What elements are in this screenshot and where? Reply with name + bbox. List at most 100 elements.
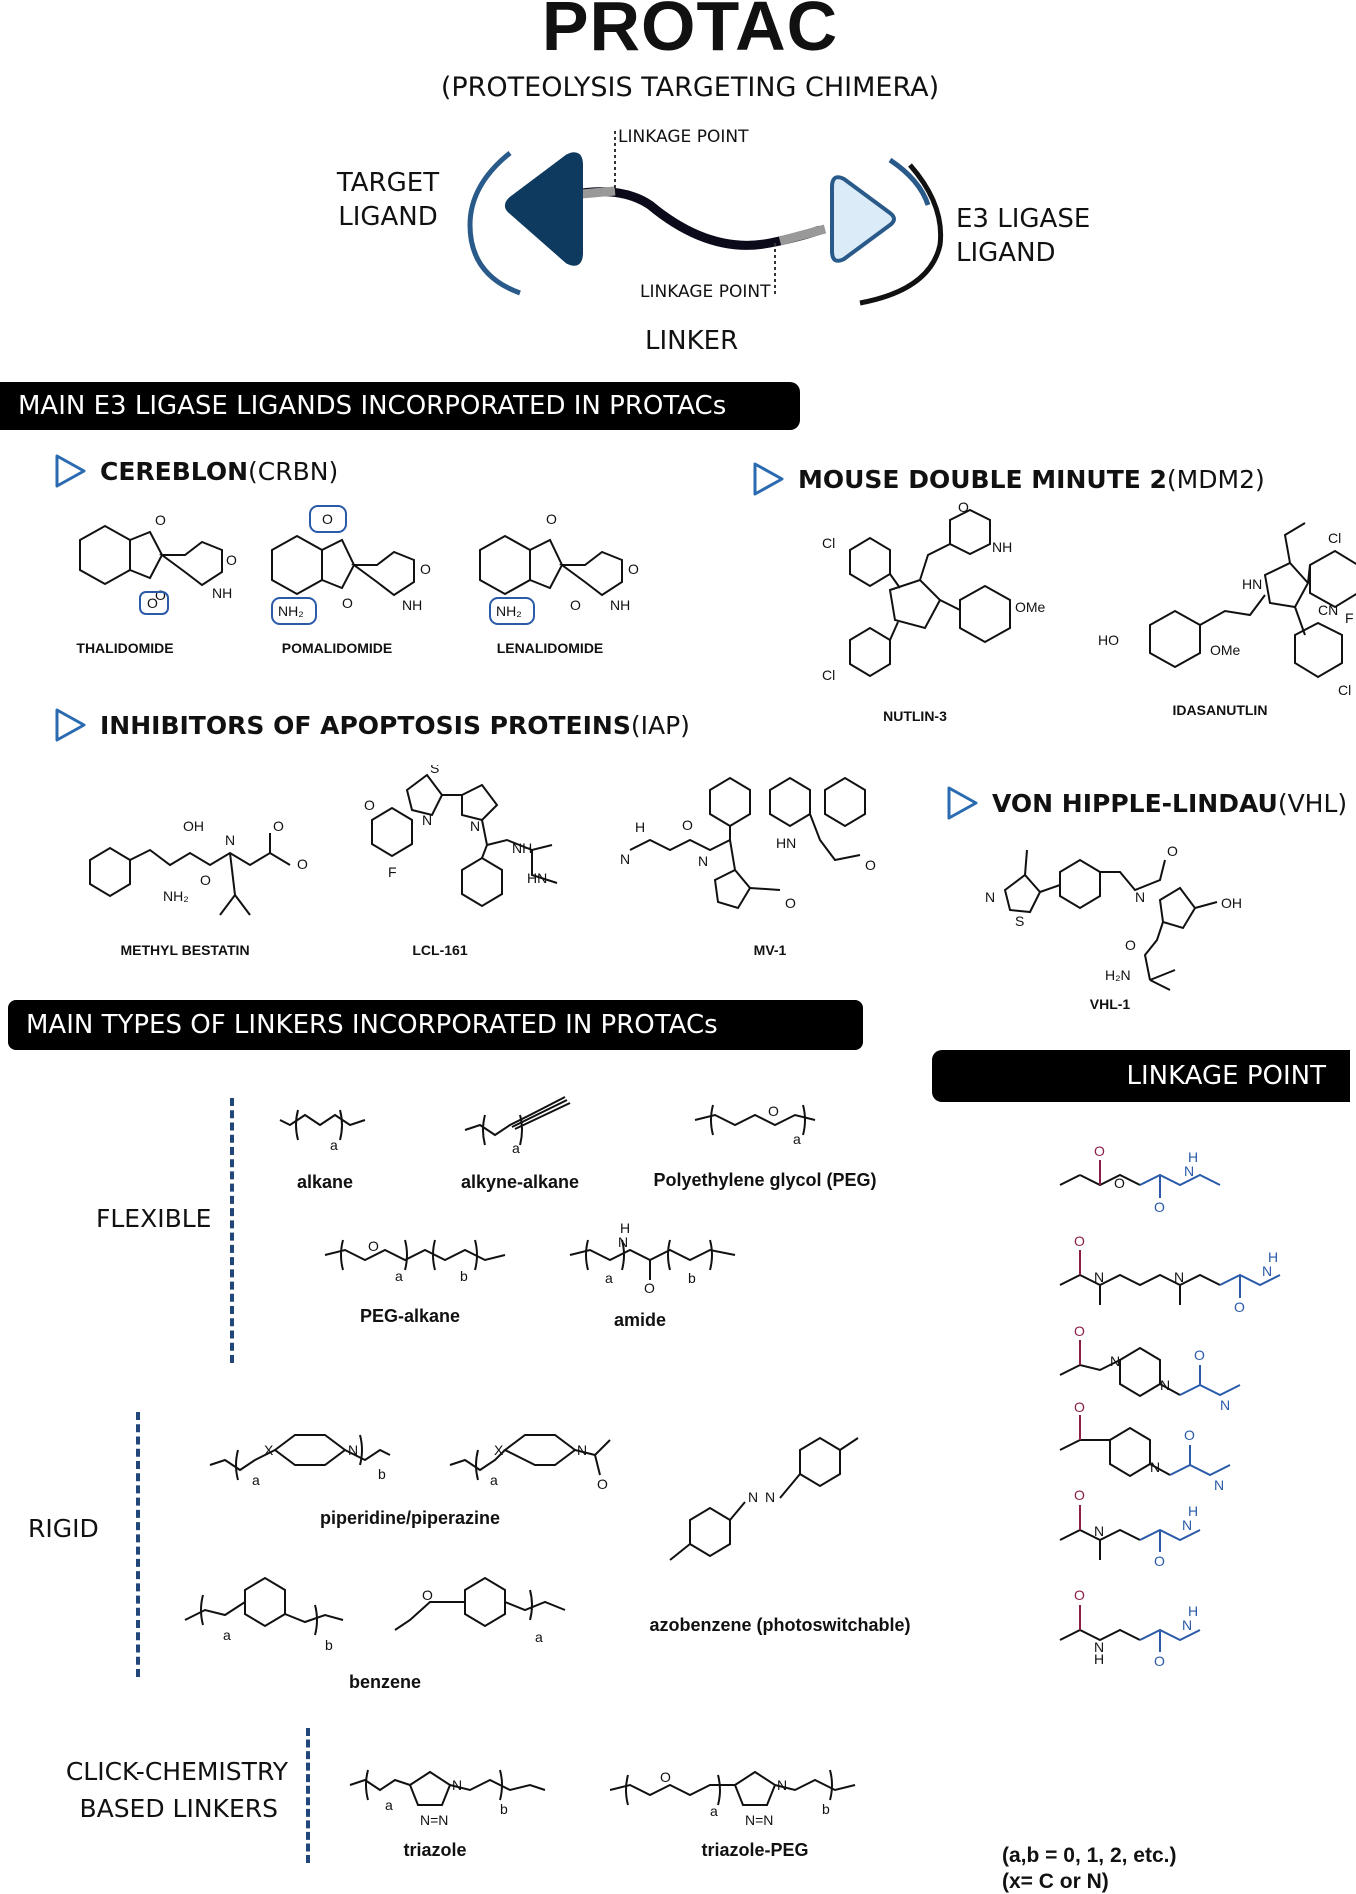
svg-text:N: N — [452, 1777, 462, 1793]
compound-label: LCL-161 — [412, 942, 468, 958]
svg-text:O: O — [200, 872, 211, 888]
svg-text:N: N — [1150, 1459, 1160, 1475]
peg-structure: Oa — [694, 1103, 816, 1147]
compound-label: LENALIDOMIDE — [496, 640, 604, 656]
compound-label: MV-1 — [753, 942, 787, 958]
banner-linkers: MAIN TYPES OF LINKERS INCORPORATED IN PR… — [8, 1000, 863, 1050]
svg-text:N: N — [1174, 1269, 1184, 1285]
svg-text:CN: CN — [1318, 602, 1338, 618]
svg-text:F: F — [388, 864, 397, 880]
svg-text:S: S — [430, 765, 439, 776]
divider — [230, 1098, 234, 1363]
svg-text:OH: OH — [183, 818, 204, 834]
svg-text:b: b — [325, 1637, 333, 1653]
svg-text:N=N: N=N — [420, 1812, 448, 1828]
svg-text:N: N — [1094, 1269, 1104, 1285]
svg-text:N: N — [1182, 1517, 1192, 1533]
svg-text:a: a — [385, 1797, 393, 1813]
svg-text:HN: HN — [1242, 576, 1262, 592]
linker-name: piperidine/piperazine — [319, 1508, 501, 1528]
svg-text:N=N: N=N — [745, 1812, 773, 1828]
svg-text:O: O — [958, 500, 969, 515]
svg-text:N: N — [470, 818, 480, 834]
svg-text:NH: NH — [402, 597, 422, 613]
svg-text:O: O — [570, 597, 581, 613]
triazole-structure: aNN=Nb — [349, 1769, 546, 1828]
svg-text:OMe: OMe — [1210, 642, 1241, 658]
divider — [136, 1412, 140, 1677]
linker-category-click-line2: BASED LINKERS — [79, 1794, 278, 1823]
svg-text:F: F — [1345, 610, 1354, 626]
svg-text:N: N — [1094, 1639, 1104, 1655]
svg-text:a: a — [490, 1472, 498, 1488]
svg-text:NH₂: NH₂ — [278, 603, 304, 619]
svg-text:N: N — [985, 889, 995, 905]
svg-text:a: a — [605, 1270, 613, 1286]
linker-category-click-line1: CLICK-CHEMISTRY — [65, 1757, 288, 1786]
svg-text:O: O — [865, 857, 876, 873]
svg-text:O: O — [226, 552, 237, 568]
svg-text:H: H — [1188, 1603, 1198, 1619]
linker-category-flexible: FLEXIBLE — [96, 1204, 212, 1233]
svg-text:NH: NH — [610, 597, 630, 613]
svg-text:N: N — [577, 1442, 587, 1458]
svg-text:X: X — [494, 1442, 504, 1458]
page-subtitle: (PROTEOLYSIS TARGETING CHIMERA) — [440, 72, 940, 103]
alkyne-alkane-structure: a — [464, 1096, 571, 1156]
play-triangle-icon — [55, 708, 86, 742]
svg-text:O: O — [1074, 1233, 1085, 1249]
play-triangle-icon — [55, 454, 86, 488]
page-title: PROTAC — [541, 0, 839, 65]
section-cereblon: CEREBLON (CRBN) — [52, 452, 338, 490]
section-iap: INHIBITORS OF APOPTOSIS PROTEINS (IAP) — [52, 706, 690, 744]
svg-text:N: N — [748, 1489, 758, 1505]
svg-text:H₂N: H₂N — [1105, 967, 1131, 983]
svg-text:HN: HN — [527, 870, 547, 886]
svg-text:a: a — [535, 1629, 543, 1645]
svg-text:O: O — [768, 1103, 779, 1119]
svg-text:O: O — [147, 595, 158, 611]
compound-label: IDASANUTLIN — [1172, 702, 1268, 718]
svg-text:N: N — [1160, 1377, 1170, 1393]
linker-label: LINKER — [645, 326, 739, 356]
e3-triangle-icon — [830, 175, 896, 263]
svg-text:O: O — [273, 818, 284, 834]
svg-text:O: O — [1094, 1143, 1105, 1159]
svg-text:O: O — [1074, 1399, 1085, 1415]
svg-text:O: O — [1154, 1653, 1165, 1669]
svg-text:NH₂: NH₂ — [163, 888, 189, 904]
linkage-point-top-label: LINKAGE POINT — [618, 127, 749, 147]
svg-text:Cl: Cl — [1338, 682, 1351, 698]
svg-text:O: O — [297, 856, 308, 872]
svg-text:O: O — [364, 797, 375, 813]
svg-text:O: O — [1167, 843, 1178, 859]
svg-text:HN: HN — [776, 835, 796, 851]
compound-label: THALIDOMIDE — [76, 640, 174, 656]
svg-text:O: O — [342, 595, 353, 611]
svg-text:O: O — [1074, 1587, 1085, 1603]
svg-text:O: O — [368, 1238, 379, 1254]
svg-text:O: O — [1125, 937, 1136, 953]
section-vhl: VON HIPPLE-LINDAU (VHL) — [944, 784, 1347, 822]
svg-text:NH₂: NH₂ — [496, 603, 522, 619]
linker-name: alkyne-alkane — [460, 1172, 580, 1192]
linker-name: Polyethylene glycol (PEG) — [653, 1170, 877, 1190]
svg-text:H: H — [620, 1220, 630, 1236]
e3-bracket — [859, 163, 944, 306]
svg-text:O: O — [1074, 1487, 1085, 1503]
svg-text:OH: OH — [1221, 895, 1242, 911]
svg-text:H: H — [1188, 1503, 1198, 1519]
svg-text:O: O — [1234, 1299, 1245, 1315]
svg-text:O: O — [660, 1769, 671, 1785]
svg-text:NH: NH — [512, 840, 532, 856]
svg-text:N: N — [225, 832, 235, 848]
svg-text:O: O — [322, 511, 333, 527]
svg-text:NH: NH — [212, 585, 232, 601]
